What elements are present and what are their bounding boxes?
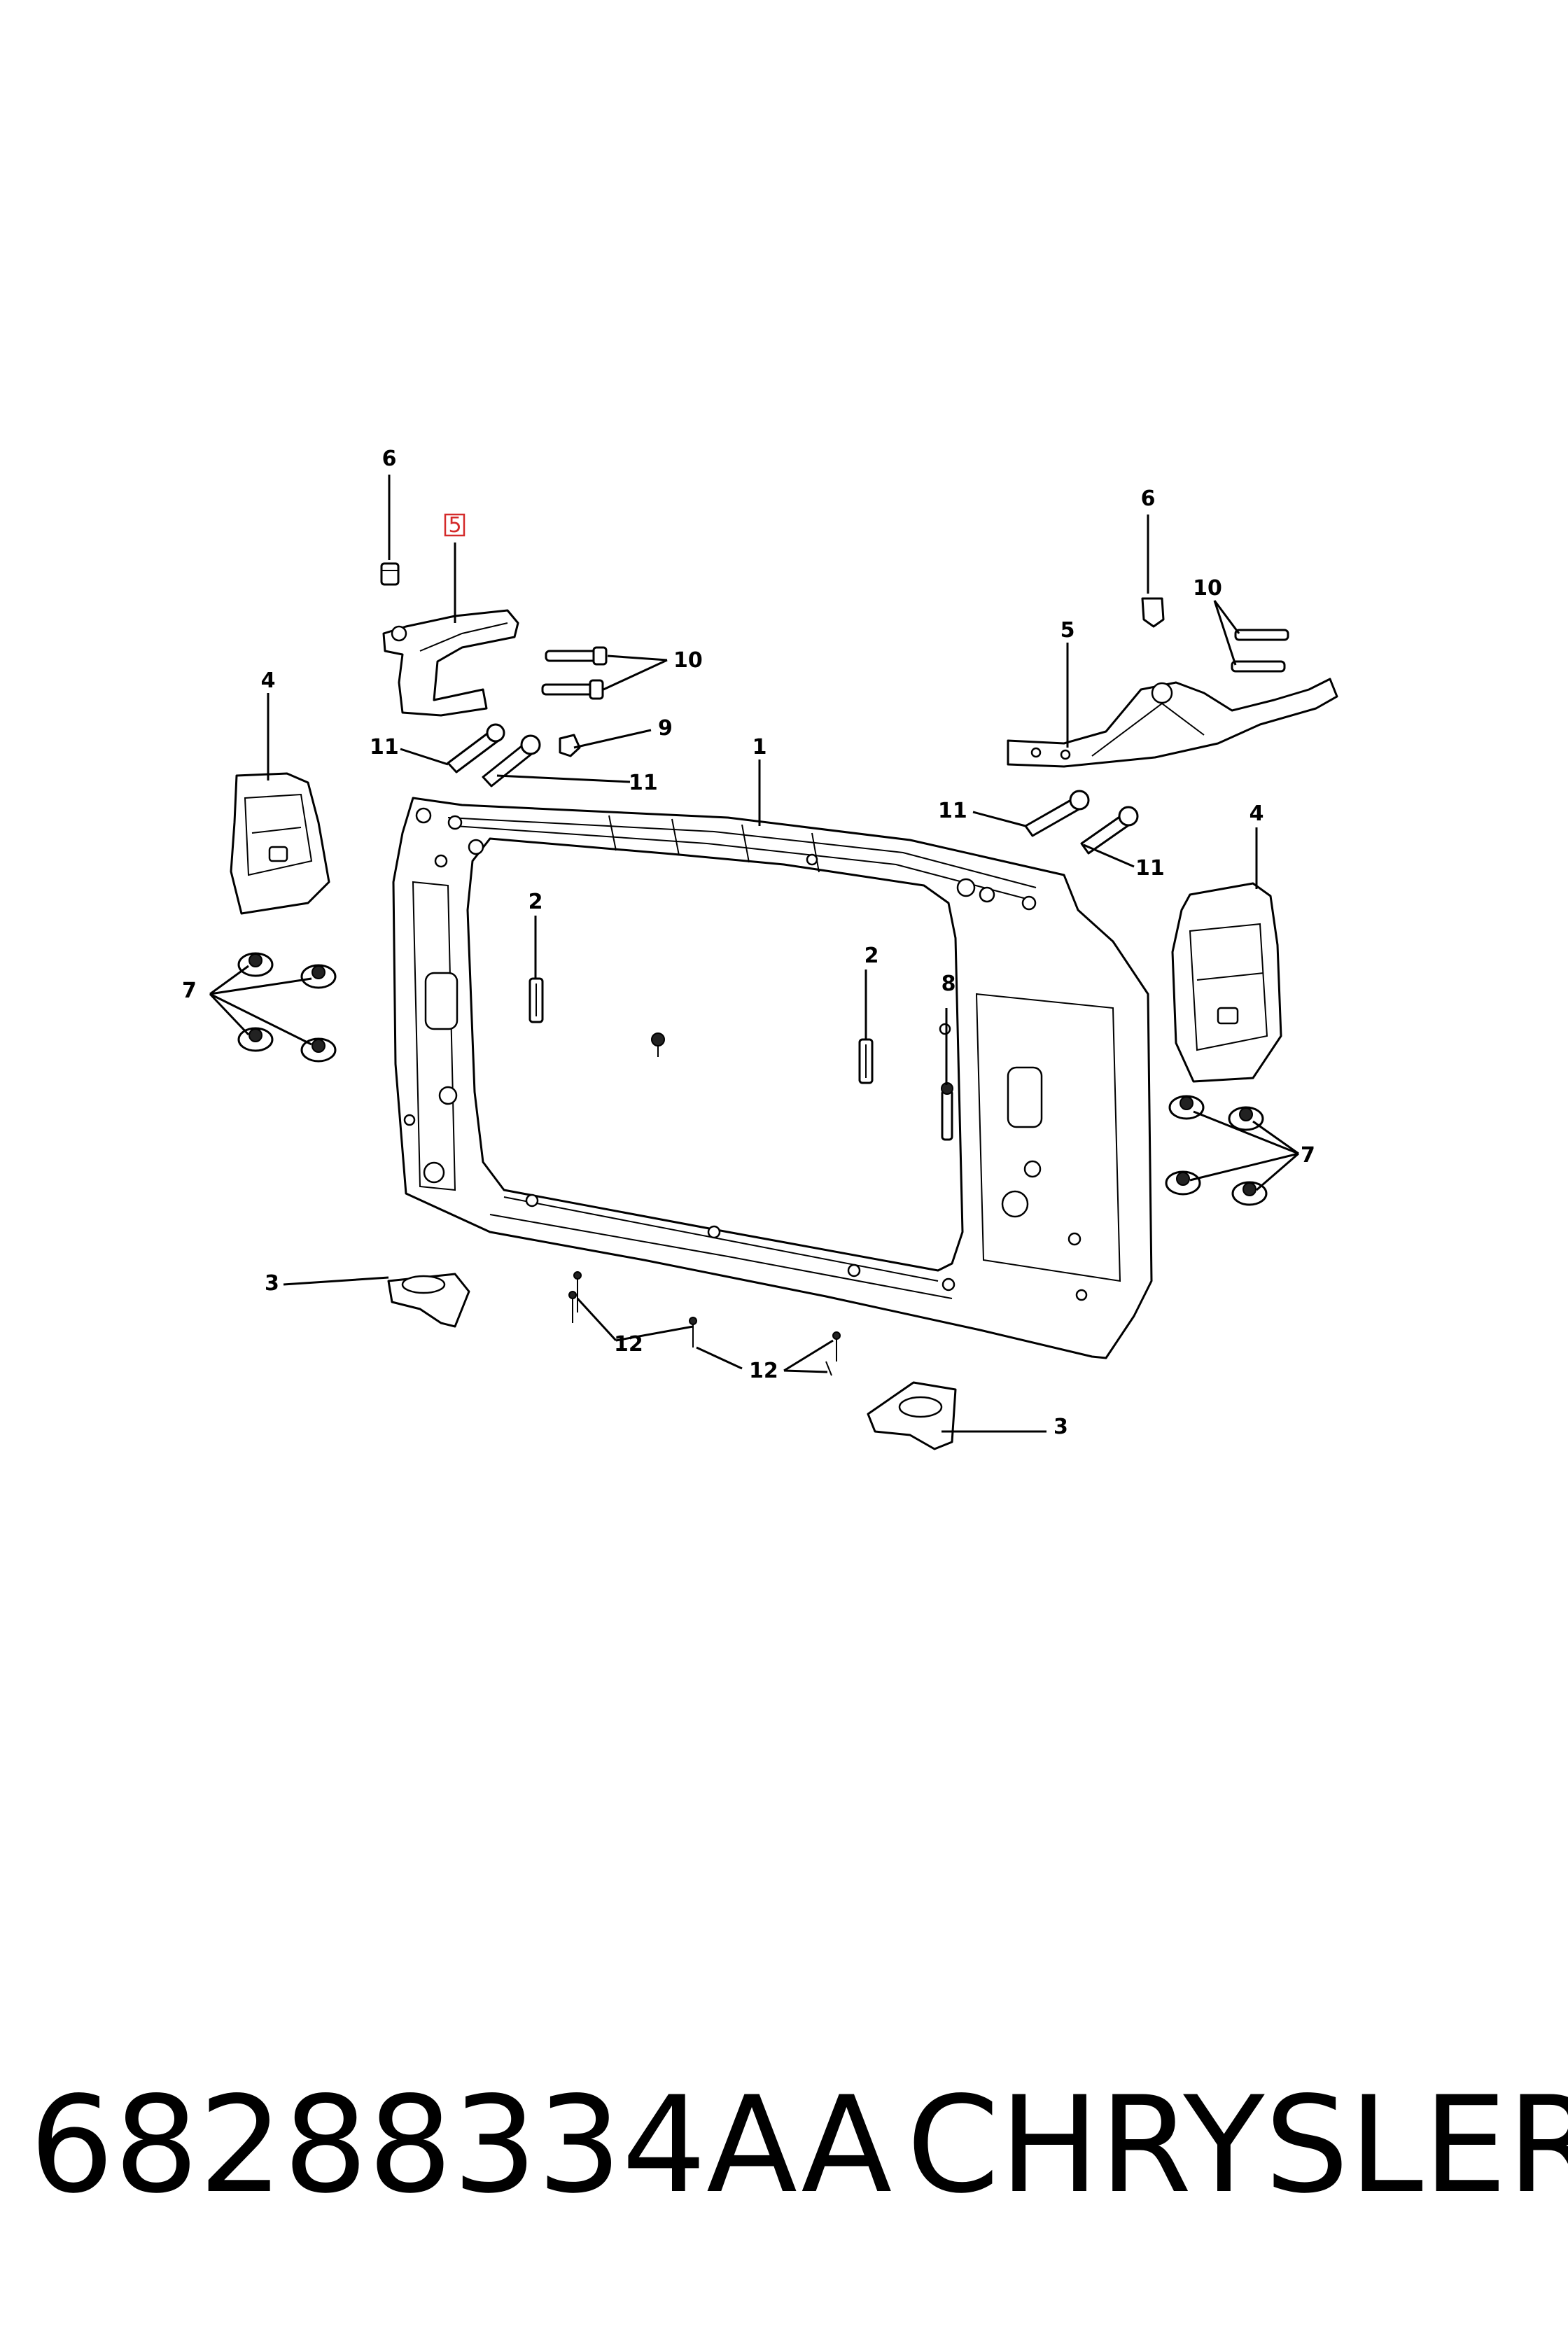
- radiator-support-frame: [392, 797, 1153, 1359]
- nut-9: [559, 734, 581, 757]
- part-number: 68288334AA: [29, 2068, 892, 2222]
- callout-4-right: 4: [1250, 802, 1264, 826]
- lower-bracket-left: [387, 1273, 470, 1328]
- clips-12: [568, 1271, 841, 1376]
- nut-6-right: [1141, 597, 1165, 628]
- latch-bracket-left: [528, 977, 544, 1023]
- callout-3-right: 3: [1054, 1415, 1068, 1439]
- callout-11-lower-right: 11: [1135, 856, 1165, 881]
- flange-bolts-7-left: [237, 952, 337, 1063]
- nut-6-left: [380, 562, 400, 586]
- callout-5-left-highlighted: 5: [448, 513, 461, 538]
- callout-5-right: 5: [1060, 618, 1075, 643]
- bolts-10-right: [1231, 629, 1289, 673]
- upper-arm-right: [1007, 678, 1338, 768]
- bolt-8: [941, 1082, 953, 1141]
- callout-9: 9: [658, 716, 673, 741]
- frame-holes: [403, 807, 1088, 1301]
- callout-8: 8: [941, 972, 956, 996]
- callout-12-left: 12: [614, 1332, 643, 1357]
- callout-3-left: 3: [265, 1271, 279, 1296]
- callout-6-right: 6: [1141, 486, 1156, 511]
- latch-bracket-right: [858, 1038, 874, 1084]
- callout-5-highlight-box: [444, 513, 465, 537]
- callout-12-right: 12: [749, 1359, 778, 1383]
- callout-11-upper-left: 11: [370, 735, 399, 760]
- callout-4-left: 4: [261, 668, 276, 693]
- flange-bolts-7-right: [1165, 1095, 1268, 1206]
- callout-10-right: 10: [1193, 576, 1222, 601]
- callout-11-upper-right: 11: [938, 799, 967, 823]
- upper-arm-left: [382, 609, 519, 717]
- callout-10-left: 10: [673, 648, 703, 673]
- callout-2-left: 2: [528, 890, 543, 914]
- leader-lines: [209, 475, 1299, 1433]
- bolts-10-left: [541, 646, 608, 700]
- brand-name: CHRYSLER: [906, 2068, 1568, 2222]
- side-bracket-right: [1171, 882, 1282, 1083]
- bolts-11-left: [447, 723, 541, 788]
- callout-7-right: 7: [1301, 1143, 1315, 1168]
- callout-7-left: 7: [182, 979, 197, 1003]
- callout-1: 1: [752, 735, 767, 760]
- lower-bracket-right: [867, 1381, 957, 1450]
- side-bracket-left: [230, 772, 330, 915]
- callout-6-left: 6: [382, 447, 397, 471]
- callout-2-right: 2: [864, 944, 879, 968]
- caption-bar: 68288334AA CHRYSLER: [0, 2065, 1568, 2226]
- bolts-11-right: [1024, 790, 1139, 855]
- center-bolt: [651, 1032, 665, 1057]
- callout-11-lower-left: 11: [629, 771, 658, 795]
- callout-labels: 6 5 6 10 5 10 4 9 11 1 11 11 4 11 2 2 7 …: [182, 447, 1315, 1439]
